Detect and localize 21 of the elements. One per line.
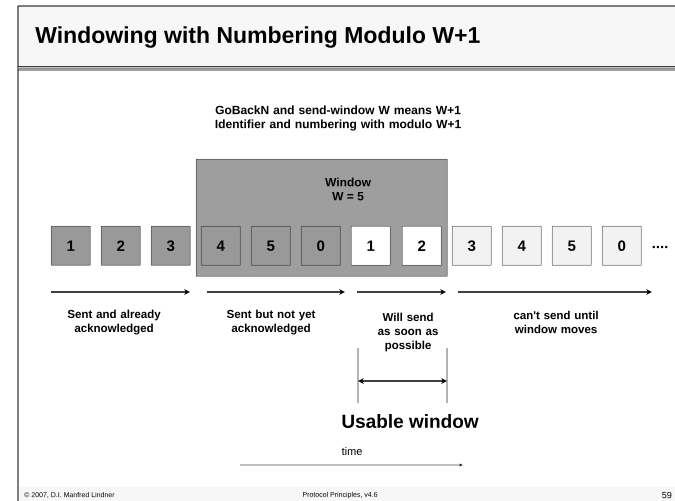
description-text: Sent but not yet acknowledged	[226, 310, 316, 334]
number-box: 3	[452, 226, 492, 266]
page-number: 59	[662, 492, 672, 498]
number-box: 3	[151, 226, 190, 266]
number-box: 4	[502, 226, 542, 266]
number-box: 5	[552, 226, 592, 266]
description-text: Sent and already acknowledged	[68, 310, 161, 334]
usable-window-label: Usable window	[342, 414, 479, 428]
number-box: 0	[301, 226, 340, 266]
number-box: 5	[251, 226, 290, 266]
time-label: time	[342, 446, 362, 456]
slide-title: Windowing with Numbering Modulo W+1	[35, 26, 480, 48]
number-box: 2	[101, 226, 140, 266]
number-box: 4	[201, 226, 240, 266]
description-text: Will send as soon as possible	[378, 312, 438, 352]
number-box: 1	[351, 226, 390, 266]
description-text: can't send until window moves	[514, 310, 598, 334]
subtitle: GoBackN and send-window W means W+1 Identifier and numbering with modulo W+1	[216, 105, 461, 131]
number-box: 1	[51, 226, 90, 266]
number-box: 0	[602, 226, 642, 266]
number-box: 2	[402, 226, 442, 266]
